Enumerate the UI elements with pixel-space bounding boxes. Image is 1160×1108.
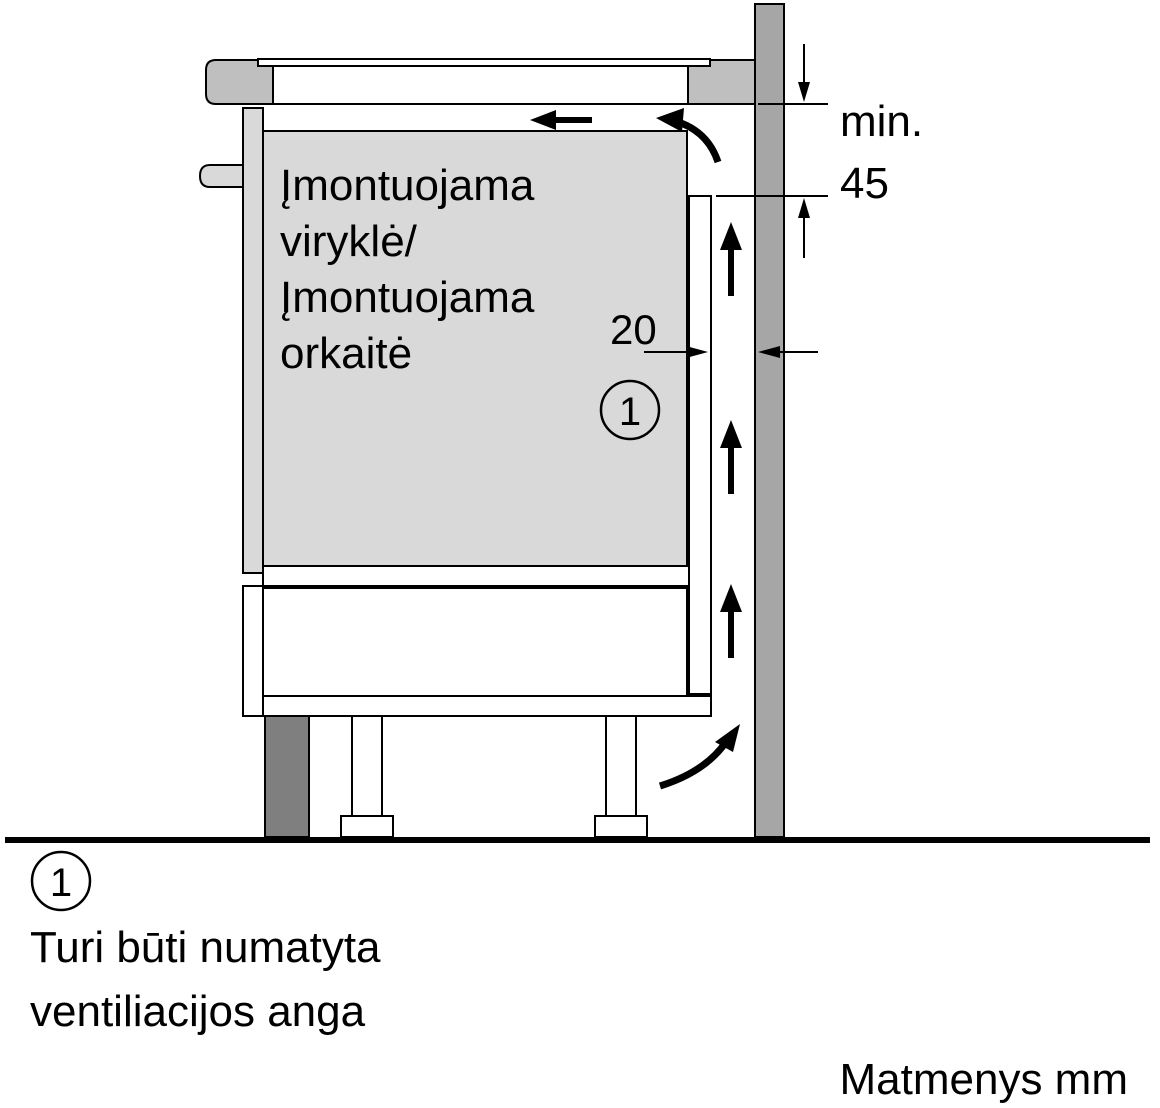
wall [754,3,785,838]
airflow-arrow-inlet [658,724,740,790]
hob-body [272,65,689,105]
appliance-label-line4: orkaitė [280,329,412,378]
oven-body [262,130,688,567]
callout-marker: 1 [599,379,661,441]
dimension-min-45 [716,44,828,258]
dimension-gap-20 [644,346,818,358]
dimension-gap-value: 20 [610,306,657,353]
cabinet-leg-left [340,715,394,838]
oven-handle [198,164,244,188]
dimension-min-value: 45 [840,159,889,208]
drawer-body [262,587,688,697]
cabinet-back-panel [688,195,712,695]
oven-shelf [262,565,690,587]
legend-marker-text: 1 [50,861,72,905]
units-note: Matmenys mm [840,1055,1128,1104]
airflow-arrow-left [530,110,592,130]
plinth [264,715,310,838]
cabinet-side-panel [242,107,264,574]
airflow-arrow-up-3 [720,584,742,658]
floor-line [5,837,1150,843]
appliance-label-line1: Įmontuojama [280,161,535,210]
airflow-arrow-up-2 [720,420,742,494]
airflow-arrow-top-curve [656,108,722,164]
callout-marker-text: 1 [619,390,641,434]
legend-marker: 1 [30,850,92,912]
airflow-arrow-up-1 [720,222,742,296]
legend-text-line1: Turi būti numatyta [30,923,381,972]
legend-text-line2: ventiliacijos anga [30,987,366,1036]
drawer-front [242,585,264,717]
cabinet-leg-right [594,715,648,838]
appliance-label-line2: viryklė/ [280,217,418,266]
hob [257,58,711,67]
dimension-min-label: min. [840,97,923,146]
appliance-label-line3: Įmontuojama [280,273,535,322]
cabinet-bottom [262,695,712,717]
